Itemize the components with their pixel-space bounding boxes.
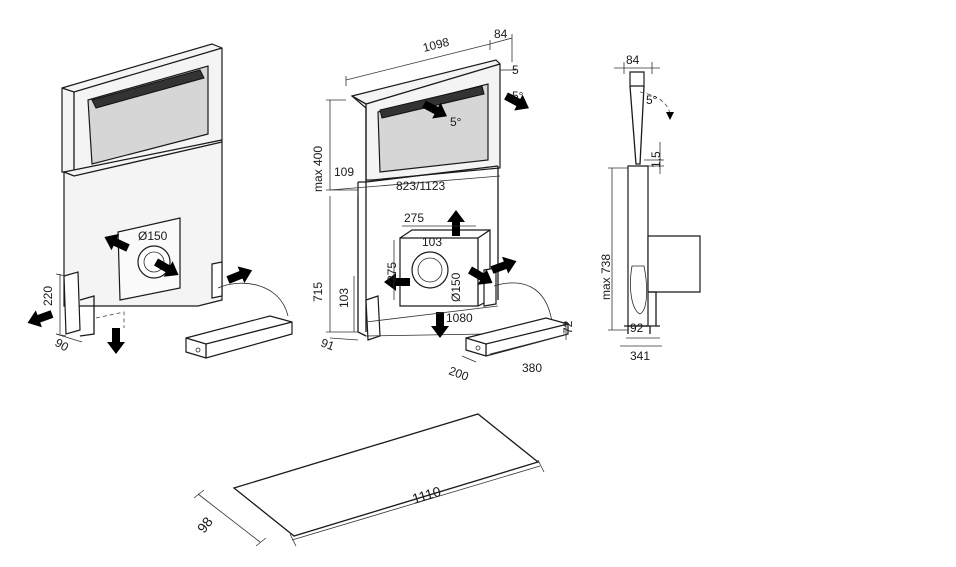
dim-1080: 1080 <box>446 311 473 325</box>
dim-200: 200 <box>447 364 471 384</box>
angle-5-c: 5° <box>646 93 658 107</box>
dim-1110: 1110 <box>410 483 443 507</box>
dim-max-400: max 400 <box>311 146 325 192</box>
dim-84-a: 84 <box>494 27 508 41</box>
dim-72: 72 <box>561 320 575 334</box>
view-center-front <box>326 34 569 363</box>
dim-150-a: Ø150 <box>138 229 168 243</box>
dim-5-a: 5 <box>512 63 519 77</box>
dim-103-b: 103 <box>337 288 351 308</box>
dim-715: 715 <box>311 282 325 302</box>
dim-84-b: 84 <box>626 53 640 67</box>
dim-109: 109 <box>334 165 354 179</box>
dim-220: 220 <box>41 286 55 306</box>
dim-92: 92 <box>630 321 644 335</box>
dim-1098: 1098 <box>421 35 451 55</box>
view-worktop-cutout <box>193 413 545 547</box>
dim-91: 91 <box>319 336 337 354</box>
dim-150-b: Ø150 <box>449 272 463 302</box>
view-side-profile <box>608 62 701 347</box>
dim-103-a: 103 <box>422 235 442 249</box>
view-left-perspective <box>24 43 293 359</box>
dim-max-738: max 738 <box>599 254 613 300</box>
dim-98: 98 <box>194 514 216 536</box>
dim-823-1123: 823/1123 <box>396 179 445 193</box>
dim-275-height: 275 <box>385 262 399 282</box>
angle-5-a: 5° <box>450 115 462 129</box>
angle-5-b: 5° <box>512 89 524 103</box>
dim-90: 90 <box>53 335 72 354</box>
dim-380: 380 <box>522 361 542 375</box>
dim-275-width: 275 <box>404 211 424 225</box>
dim-341: 341 <box>630 349 650 363</box>
dim-1-5: 1,5 <box>649 151 663 168</box>
